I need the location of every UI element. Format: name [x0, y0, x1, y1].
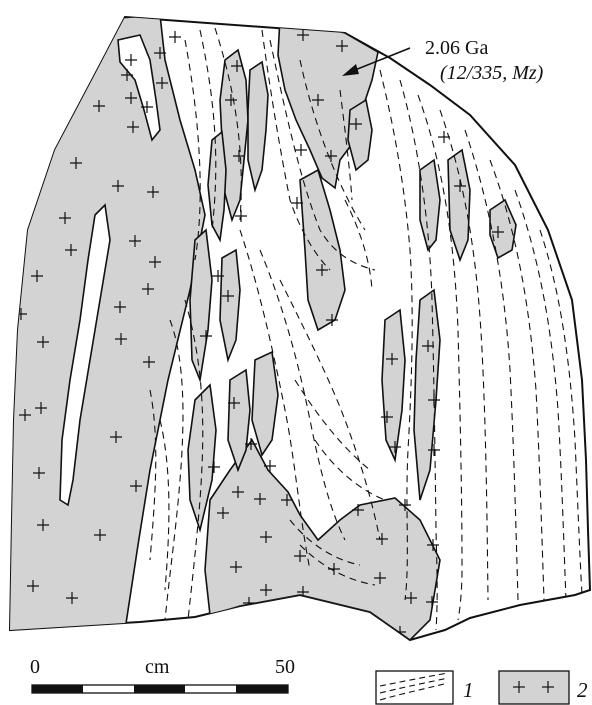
- scale-segment-1: [32, 685, 83, 693]
- scale-segment-5: [236, 685, 288, 693]
- sample-label: (12/335, Mz): [440, 62, 544, 84]
- scale-bar: 0 cm 50: [30, 656, 295, 693]
- scale-segment-3: [134, 685, 185, 693]
- legend-item-2: 2: [499, 671, 588, 704]
- age-label: 2.06 Ga: [425, 37, 488, 59]
- legend-number-2: 2: [577, 678, 588, 702]
- scale-end-label: 50: [275, 656, 295, 678]
- outcrop-block: [0, 0, 590, 640]
- scale-unit-label: cm: [145, 656, 170, 678]
- legend: 1 2: [376, 671, 588, 704]
- legend-item-1: 1: [376, 671, 474, 704]
- legend-swatch-foliation: [376, 671, 453, 704]
- scale-start-label: 0: [30, 656, 40, 678]
- legend-number-1: 1: [463, 678, 474, 702]
- legend-swatch-granite: [499, 671, 569, 704]
